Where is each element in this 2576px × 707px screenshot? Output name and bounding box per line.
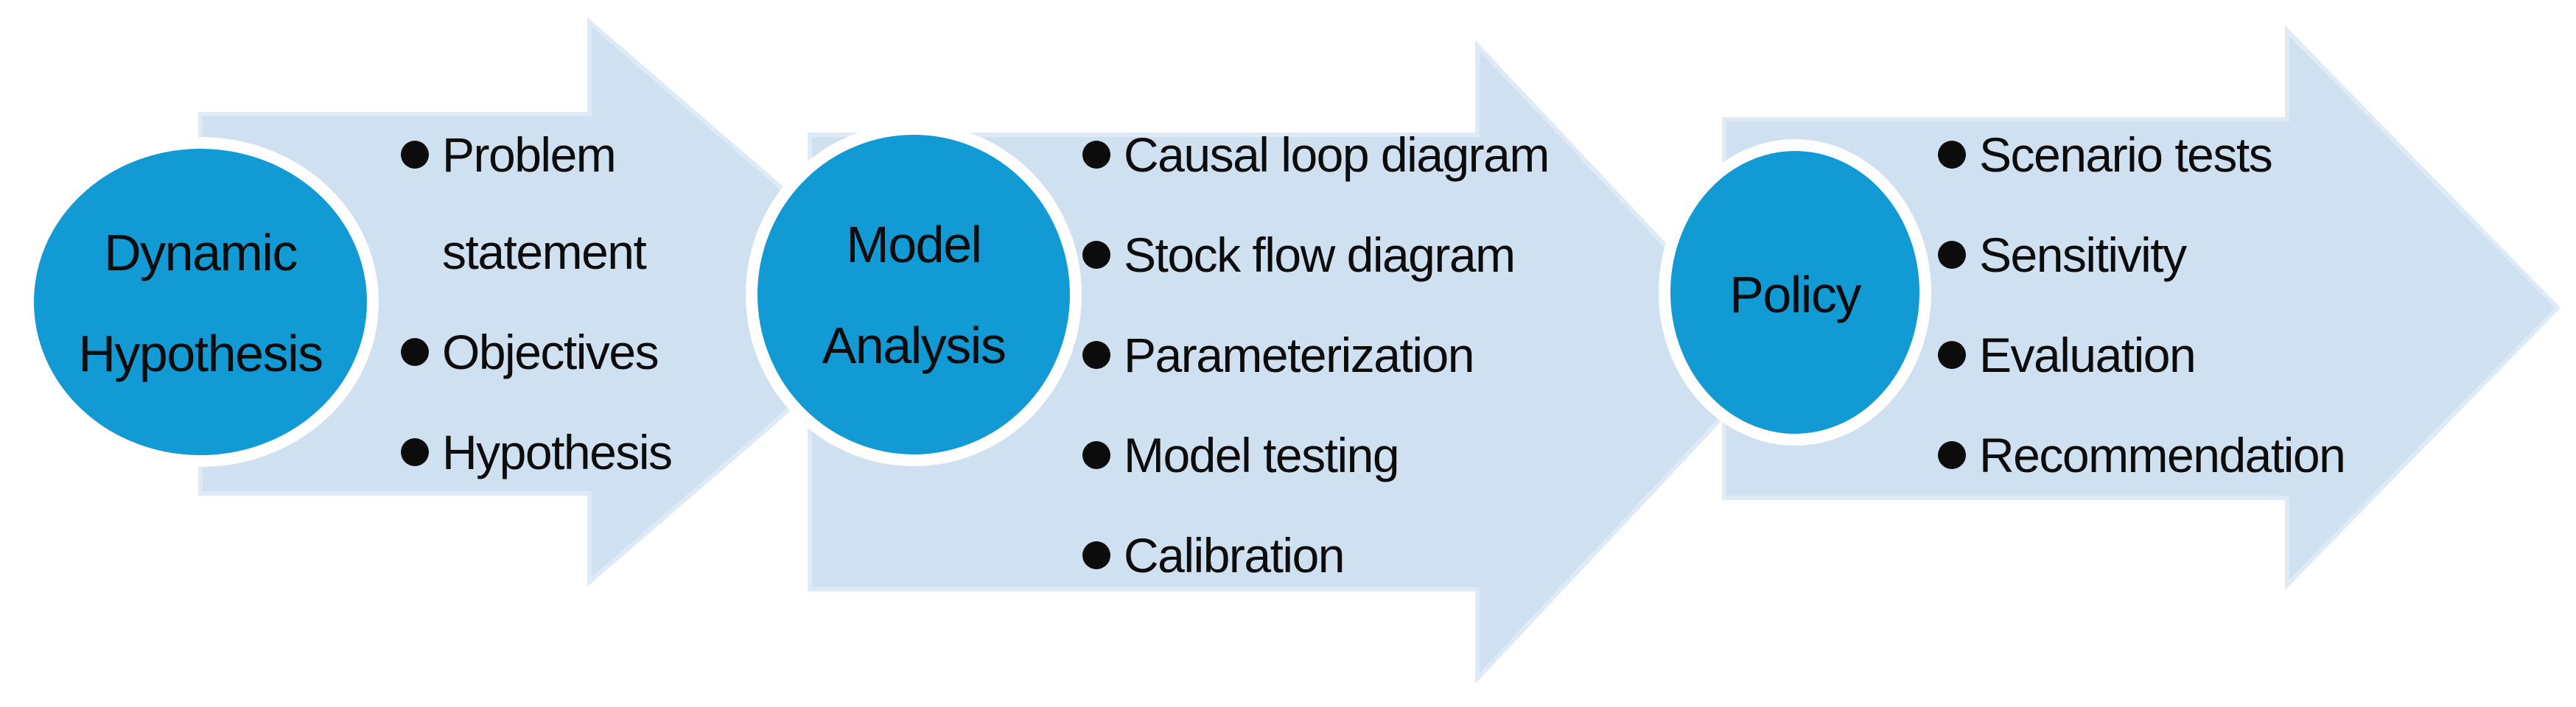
bullet-dot-icon (1082, 141, 1110, 169)
list-item: Causal loop diagram (1082, 106, 1746, 203)
stage1-circle-label: Dynamic Hypothesis (9, 203, 392, 404)
bullet-dot-icon (401, 338, 429, 366)
bullet-text: Parameterization (1124, 328, 1474, 382)
bullet-text: Hypothesis (442, 425, 673, 479)
stage2-circle-label-line1: Model (846, 216, 982, 273)
stage2-circle-label-line2: Analysis (822, 317, 1007, 374)
bullet-dot-icon (1082, 241, 1110, 269)
bullet-text: Calibration (1124, 528, 1345, 583)
stage1-arrow-icon (198, 17, 917, 587)
bullet-text: Scenario tests (1979, 127, 2273, 182)
stage3-arrow-icon (1722, 25, 2561, 591)
bullet-dot-icon (1938, 441, 1966, 469)
list-item: Recommendation (1938, 407, 2542, 504)
stage3-circle (1659, 139, 1931, 446)
stage2-bullet-list: Causal loop diagram Stock flow diagram P… (1082, 106, 1746, 607)
stage1-circle-label-line2: Hypothesis (78, 325, 323, 382)
stage1-circle (22, 137, 379, 467)
list-item: Problem statement (401, 106, 710, 300)
bullet-text: Sensitivity (1979, 228, 2187, 282)
list-item: Sensitivity (1938, 206, 2542, 303)
stage2-circle-label: Model Analysis (722, 194, 1105, 396)
bullet-text: Evaluation (1979, 328, 2197, 382)
list-item: Calibration (1082, 507, 1746, 604)
bullet-text: Problem statement (442, 127, 647, 279)
bullet-text: Model testing (1124, 428, 1400, 482)
stage3-bullet-list: Scenario tests Sensitivity Evaluation Re… (1938, 106, 2542, 507)
bullet-dot-icon (1082, 341, 1110, 369)
stage2-circle (746, 123, 1082, 466)
bullet-text: Recommendation (1979, 428, 2346, 482)
bullet-dot-icon (1082, 441, 1110, 469)
stage3-circle-label-line1: Policy (1729, 266, 1861, 323)
bullet-text: Stock flow diagram (1124, 228, 1516, 282)
stage1-circle-label-line1: Dynamic (104, 224, 298, 281)
bullet-text: Objectives (442, 325, 659, 379)
bullet-dot-icon (1938, 341, 1966, 369)
bullet-dot-icon (401, 141, 429, 169)
bullet-dot-icon (1938, 141, 1966, 169)
list-item: Parameterization (1082, 306, 1746, 404)
stage1-bullet-list: Problem statement Objectives Hypothesis (401, 106, 710, 504)
bullet-dot-icon (1938, 241, 1966, 269)
stage3-circle-label: Policy (1603, 245, 1987, 345)
list-item: Model testing (1082, 407, 1746, 504)
bullet-dot-icon (1082, 541, 1110, 569)
list-item: Stock flow diagram (1082, 206, 1746, 303)
bullet-dot-icon (401, 438, 429, 466)
list-item: Scenario tests (1938, 106, 2542, 203)
list-item: Hypothesis (401, 404, 710, 501)
list-item: Objectives (401, 303, 710, 401)
list-item: Evaluation (1938, 306, 2542, 404)
bullet-text: Causal loop diagram (1124, 127, 1550, 182)
